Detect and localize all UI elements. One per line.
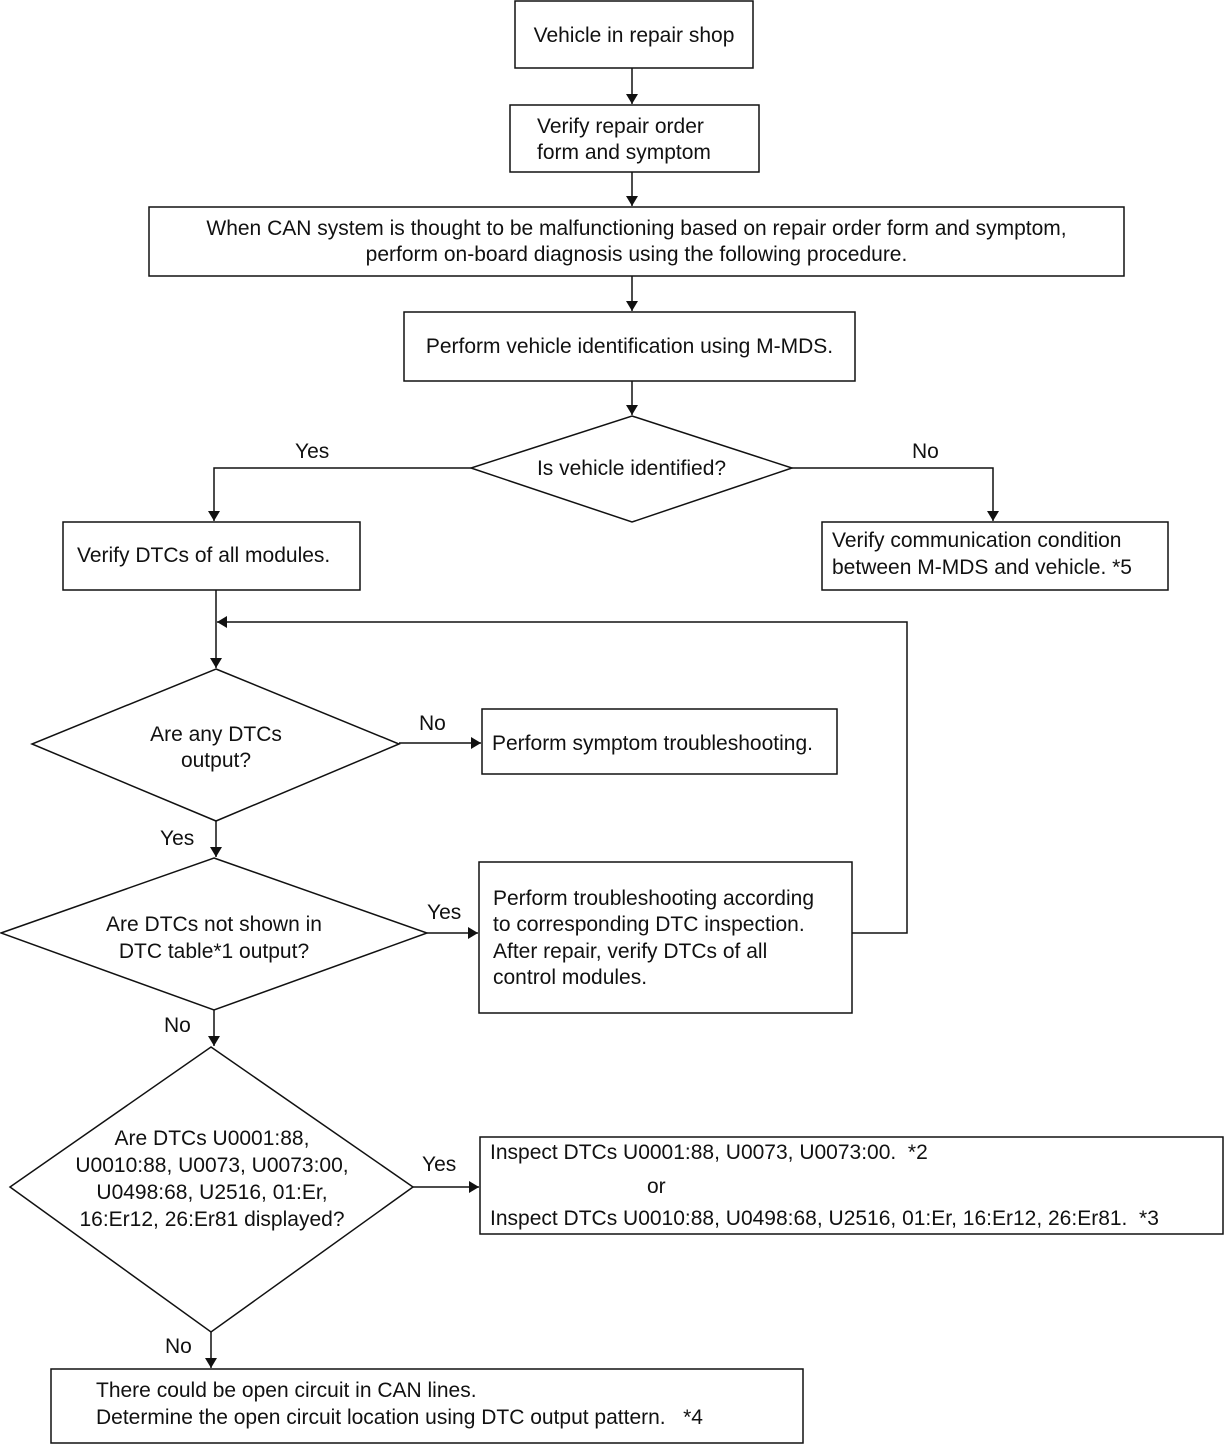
node-can-line1: When CAN system is thought to be malfunc… bbox=[206, 217, 1067, 240]
label-table-yes: Yes bbox=[427, 901, 462, 924]
node-ts-dtc-line1: Perform troubleshooting according bbox=[493, 887, 815, 910]
label-identified-yes: Yes bbox=[295, 440, 330, 463]
box-can-malfunction bbox=[148, 206, 1125, 277]
box-symptom-ts bbox=[481, 708, 838, 775]
label-any-no: No bbox=[419, 712, 446, 735]
box-verify-order bbox=[509, 104, 760, 173]
box-vehicle-id bbox=[403, 311, 856, 382]
box-ts-dtc bbox=[478, 861, 853, 1014]
node-vehicle-id: Perform vehicle identification using M-M… bbox=[425, 335, 834, 358]
box-open-circuit bbox=[50, 1368, 804, 1444]
node-inspect-line1: Inspect DTCs U0001:88, U0073, U0073:00. … bbox=[490, 1141, 928, 1164]
node-verify-comm-line2: between M-MDS and vehicle. *5 bbox=[832, 556, 1132, 579]
node-is-identified: Is vehicle identified? bbox=[536, 457, 727, 480]
node-any-dtcs-line1: Are any DTCs bbox=[150, 723, 282, 746]
node-verify-order-line1: Verify repair order bbox=[537, 115, 704, 138]
box-repair-shop bbox=[514, 0, 754, 69]
label-identified-no: No bbox=[912, 440, 939, 463]
box-verify-comm bbox=[821, 521, 1169, 591]
box-inspect bbox=[479, 1136, 1224, 1235]
node-can-line2: perform on-board diagnosis using the fol… bbox=[365, 243, 908, 266]
node-ts-dtc-line2: to corresponding DTC inspection. bbox=[493, 913, 805, 936]
node-ts-dtc-line3: After repair, verify DTCs of all bbox=[493, 940, 768, 963]
box-verify-dtcs-all bbox=[62, 521, 361, 591]
node-repair-shop: Vehicle in repair shop bbox=[533, 24, 735, 47]
label-specific-no: No bbox=[165, 1335, 192, 1358]
arrow-loop-back bbox=[217, 616, 908, 934]
node-specific-dtcs-line2: U0010:88, U0073, U0073:00, bbox=[75, 1154, 349, 1177]
node-verify-dtcs-all: Verify DTCs of all modules. bbox=[77, 544, 331, 567]
node-not-in-table-line2: DTC table*1 output? bbox=[118, 940, 310, 963]
node-open-circuit-line1: There could be open circuit in CAN lines… bbox=[96, 1379, 477, 1402]
arrow-identified-no bbox=[792, 467, 999, 521]
node-verify-comm-line1: Verify communication condition bbox=[832, 529, 1122, 552]
node-open-circuit-line2: Determine the open circuit location usin… bbox=[96, 1406, 703, 1429]
diamond-is-identified bbox=[468, 415, 795, 523]
node-ts-dtc-line4: control modules. bbox=[493, 966, 648, 989]
node-specific-dtcs-line1: Are DTCs U0001:88, bbox=[114, 1127, 310, 1150]
node-any-dtcs-line2: output? bbox=[180, 749, 252, 772]
node-specific-dtcs-line3: U0498:68, U2516, 01:Er, bbox=[96, 1181, 328, 1204]
node-inspect-line2: Inspect DTCs U0010:88, U0498:68, U2516, … bbox=[490, 1207, 1159, 1230]
label-any-yes: Yes bbox=[160, 827, 195, 850]
arrow-identified-yes bbox=[208, 467, 471, 521]
node-specific-dtcs-line4: 16:Er12, 26:Er81 displayed? bbox=[79, 1208, 345, 1231]
node-inspect-or: or bbox=[647, 1175, 666, 1198]
label-specific-yes: Yes bbox=[422, 1153, 457, 1176]
node-symptom-ts: Perform symptom troubleshooting. bbox=[492, 732, 813, 755]
node-not-in-table-line1: Are DTCs not shown in bbox=[106, 913, 322, 936]
label-table-no: No bbox=[164, 1014, 191, 1037]
node-verify-order-line2: form and symptom bbox=[537, 141, 711, 164]
